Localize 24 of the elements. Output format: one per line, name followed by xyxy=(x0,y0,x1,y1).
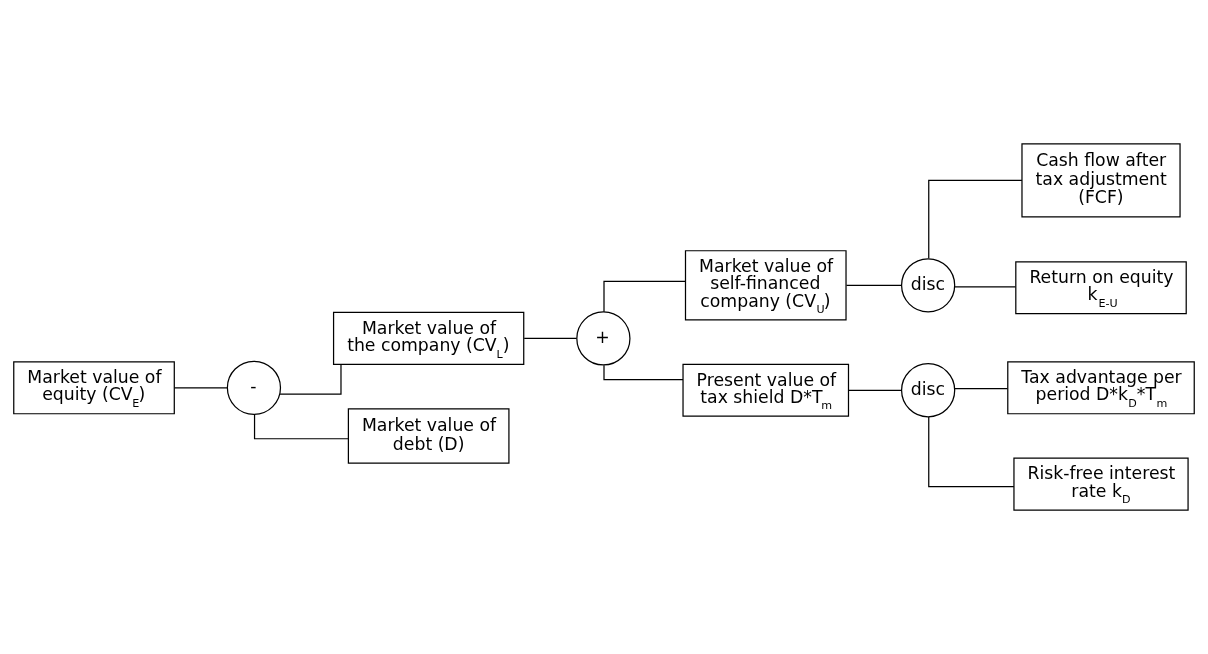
node-box: Market value of self-financed company (CV$_{U}$) xyxy=(684,250,847,321)
connector xyxy=(928,179,1023,259)
node-box: Market value of equity (CV$_{E}$) xyxy=(13,361,175,415)
node-box: Risk-free interest rate k$_{D}$ xyxy=(1013,457,1189,511)
connector xyxy=(845,284,903,286)
connector xyxy=(523,337,578,340)
node-circle: disc xyxy=(900,363,956,418)
connector xyxy=(173,387,228,389)
node-box: Market value of debt (D) xyxy=(347,408,510,464)
connector xyxy=(603,280,686,313)
node-box: Return on equity k$_{E-U}$ xyxy=(1015,261,1187,315)
node-box: Cash flow after tax adjustment (FCF) xyxy=(1021,143,1181,218)
node-circle: + xyxy=(576,311,631,366)
node-box: Market value of the company (CV$_{L}$) xyxy=(332,311,525,365)
connector xyxy=(848,389,902,391)
node-box: Tax advantage per period D*k$_{D}$*T$_{m}$ xyxy=(1007,361,1195,415)
connector xyxy=(954,286,1017,288)
node-box: Present value of tax shield D*T$_{m}$ xyxy=(682,363,850,417)
connector xyxy=(928,416,1015,488)
connector xyxy=(253,413,349,440)
connector xyxy=(954,388,1009,390)
node-circle: - xyxy=(226,360,282,415)
connector xyxy=(279,364,342,395)
node-circle: disc xyxy=(900,258,956,313)
